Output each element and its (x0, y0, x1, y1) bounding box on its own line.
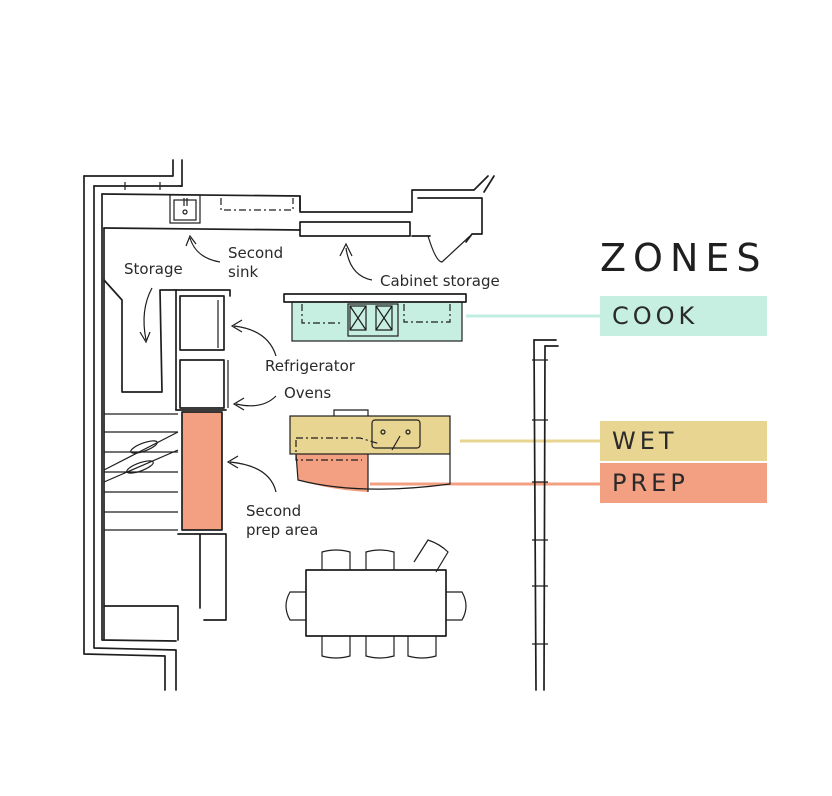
dining-table (285, 539, 467, 659)
upper-counter (220, 198, 294, 211)
island (289, 409, 451, 492)
cook-counter (283, 293, 467, 342)
annotation-arrows (139, 234, 373, 493)
second-sink-label: Second sink (228, 244, 284, 281)
storage-cabinet (103, 279, 177, 411)
second-prep-area (181, 411, 223, 531)
zone-wet: WET (600, 421, 767, 461)
wet-zone-fill (290, 416, 450, 454)
cabinet-storage (299, 175, 495, 263)
zones-title: ZONES (600, 236, 768, 280)
prep-zone-fill (296, 454, 368, 492)
second-prep-area-label: Second prep area (246, 502, 319, 539)
zone-cook: COOK (600, 296, 767, 336)
refrigerator-label: Refrigerator (265, 357, 355, 375)
lower-cabinet (177, 533, 227, 621)
right-wall (532, 339, 559, 691)
second-prep-fill (182, 412, 222, 530)
storage-label: Storage (124, 260, 183, 278)
zone-prep: PREP (600, 463, 767, 503)
ovens-label: Ovens (284, 384, 332, 402)
refrigerator (175, 289, 231, 351)
cabinet-storage-label: Cabinet storage (380, 272, 500, 290)
ovens (175, 359, 229, 411)
stairs (103, 413, 179, 641)
second-sink (169, 194, 201, 224)
